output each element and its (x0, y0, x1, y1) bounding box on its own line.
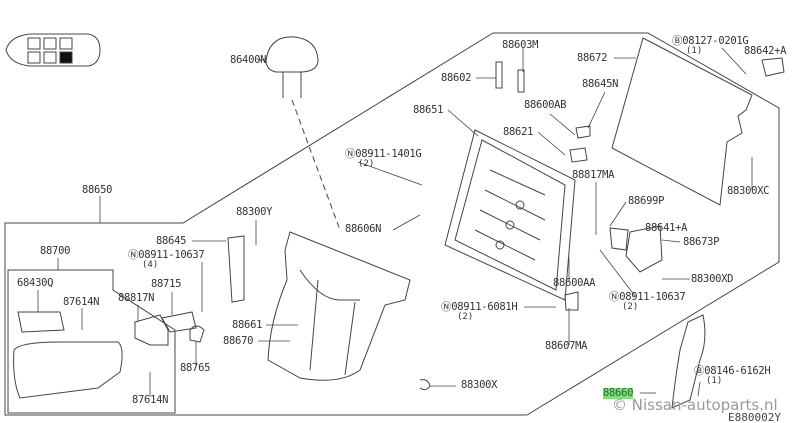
part-label-08911-10637-b[interactable]: Ⓝ08911-10637 (609, 291, 686, 303)
part-label-87614N-b[interactable]: 87614N (132, 394, 169, 406)
part-label-88661[interactable]: 88661 (232, 319, 263, 331)
part-label-88642A[interactable]: 88642+A (744, 45, 787, 57)
part-label-88651[interactable]: 88651 (413, 104, 444, 116)
part-qty: (2) (622, 302, 639, 312)
diagram-code: E880002Y (728, 411, 781, 423)
part-label-88600AB[interactable]: 88600AB (524, 99, 567, 111)
headrest-drawing (258, 36, 319, 98)
part-qty: (2) (457, 312, 474, 322)
part-label-68430Q[interactable]: 68430Q (17, 277, 54, 289)
part-label-88670[interactable]: 88670 (223, 335, 254, 347)
part-label-88300X[interactable]: 88300X (461, 379, 498, 391)
part-label-88606N[interactable]: 88606N (345, 223, 382, 235)
part-label-88650[interactable]: 88650 (82, 184, 113, 196)
part-label-88700[interactable]: 88700 (40, 245, 71, 257)
part-label-08911-10637[interactable]: Ⓝ08911-10637 (128, 249, 205, 261)
part-label-88817MA[interactable]: 88817MA (572, 169, 615, 181)
armrest-box (7, 269, 176, 414)
assembly-boundary (493, 32, 780, 416)
part-label-88660-highlighted[interactable]: 88660 (603, 387, 634, 399)
part-label-86400N[interactable]: 86400N (230, 54, 267, 66)
watermark: © Nissan-autoparts.nl (612, 396, 778, 414)
part-label-08911-6081H[interactable]: Ⓝ08911-6081H (441, 301, 518, 313)
part-label-88621[interactable]: 88621 (503, 126, 534, 138)
part-label-88602[interactable]: 88602 (441, 72, 472, 84)
part-label-88765[interactable]: 88765 (180, 362, 211, 374)
leader-lines (37, 47, 753, 397)
part-label-88715[interactable]: 88715 (151, 278, 182, 290)
part-label-88300XC[interactable]: 88300XC (727, 185, 770, 197)
part-label-88673P[interactable]: 88673P (683, 236, 720, 248)
seat-cushion-drawing (267, 231, 411, 381)
part-qty: (1) (706, 376, 723, 386)
part-qty: (4) (142, 260, 159, 270)
part-label-08911-1401G[interactable]: Ⓝ08911-1401G (345, 148, 422, 160)
part-label-88645[interactable]: 88645 (156, 235, 187, 247)
part-label-88600AA[interactable]: 88600AA (553, 277, 596, 289)
part-qty: (1) (686, 46, 703, 56)
part-label-88645N[interactable]: 88645N (582, 78, 619, 90)
part-label-08127-0201G[interactable]: Ⓑ08127-0201G (672, 35, 749, 47)
part-label-88603M[interactable]: 88603M (502, 39, 539, 51)
part-label-88300XD[interactable]: 88300XD (691, 273, 734, 285)
part-qty: (2) (358, 159, 375, 169)
part-label-88641A[interactable]: 88641+A (645, 222, 688, 234)
part-label-88300Y[interactable]: 88300Y (236, 206, 273, 218)
part-label-87614N[interactable]: 87614N (63, 296, 100, 308)
part-label-88672[interactable]: 88672 (577, 52, 608, 64)
car-locator-icon (5, 33, 101, 67)
part-label-08146-6162H[interactable]: Ⓑ08146-6162H (694, 365, 771, 377)
back-panel-drawing (611, 37, 753, 206)
seatback-frame-drawing (444, 129, 576, 301)
part-label-88699P[interactable]: 88699P (628, 195, 665, 207)
part-label-88607MA[interactable]: 88607MA (545, 340, 588, 352)
part-label-88817N[interactable]: 88817N (118, 292, 155, 304)
